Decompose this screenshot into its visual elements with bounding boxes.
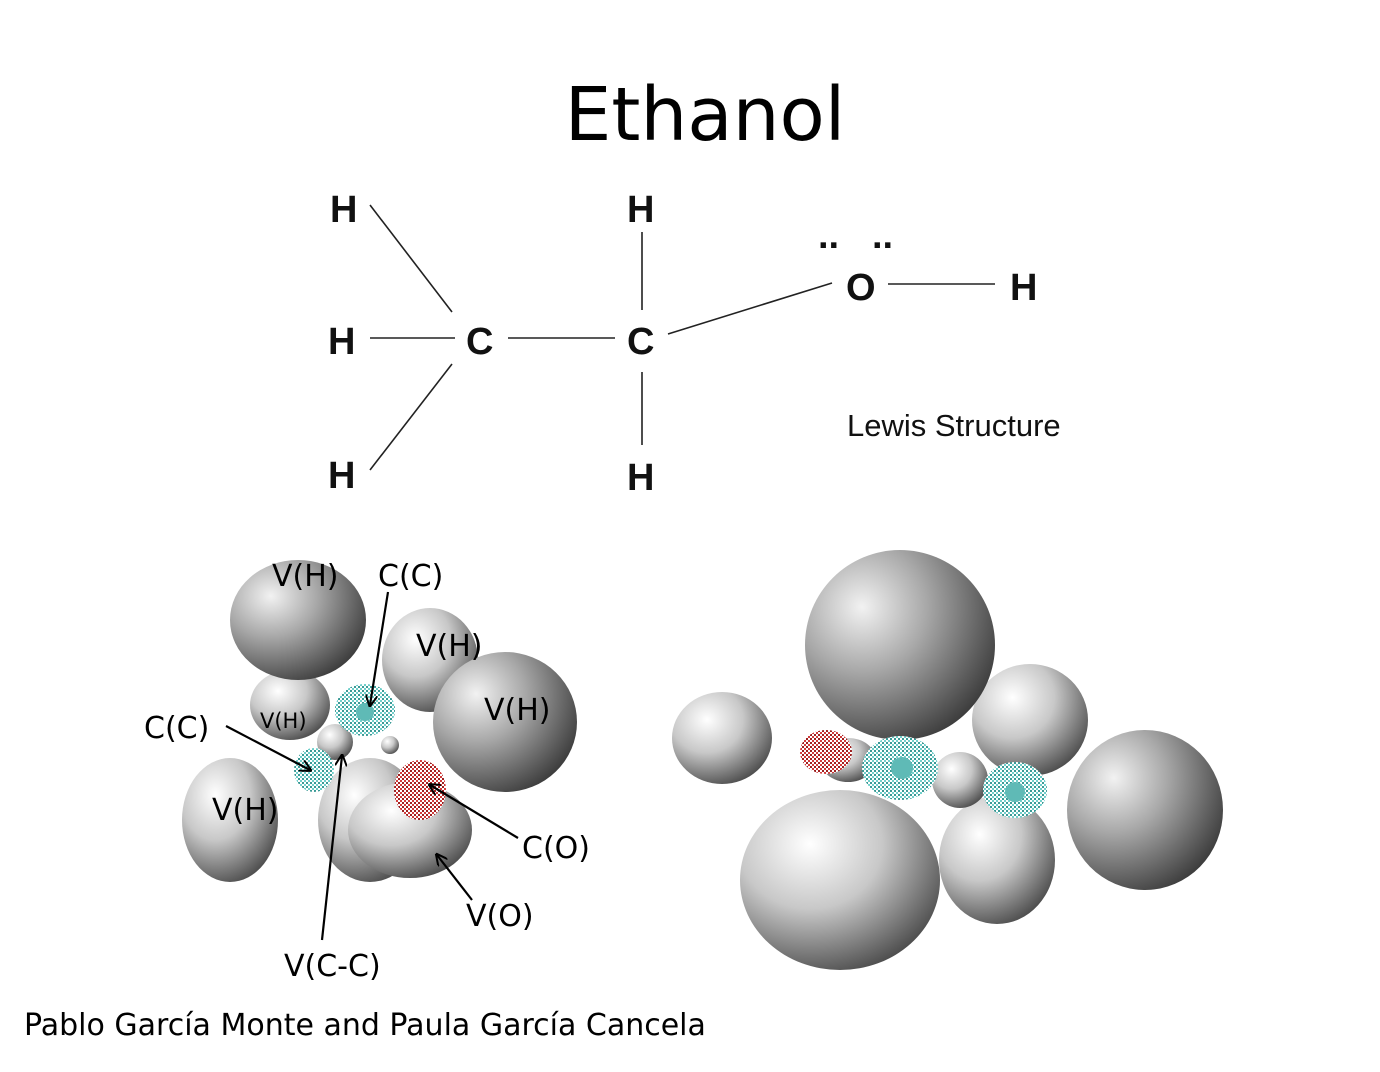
lewis-bonds xyxy=(369,204,995,471)
lobe-r-bottom-right xyxy=(939,796,1055,924)
label-vh-upper-right: V(H) xyxy=(416,629,483,664)
label-vo: V(O) xyxy=(466,899,534,934)
lobe-vh-bottom-left xyxy=(182,758,278,882)
label-cc-top: C(C) xyxy=(378,559,443,594)
core-r-c2-nucleus xyxy=(1005,782,1025,802)
arrow-cc-left xyxy=(225,725,310,770)
lobe-r-vcc xyxy=(932,752,988,808)
label-vh-top: V(H) xyxy=(272,559,339,594)
label-co: C(O) xyxy=(522,831,590,866)
lobe-vcc xyxy=(317,724,353,760)
bond-h-c1-top xyxy=(369,204,453,313)
label-vh-small: V(H) xyxy=(260,709,307,733)
elf-arrows xyxy=(225,591,519,941)
lobe-vh-small xyxy=(250,670,330,740)
atom-h-top-left: H xyxy=(330,189,357,231)
bond-h-c1-bottom xyxy=(369,363,453,471)
atom-h-top-mid: H xyxy=(627,189,654,231)
atom-h-bottom-left: H xyxy=(328,455,355,497)
core-o xyxy=(394,760,446,820)
lone-pair-left: .. xyxy=(818,215,839,257)
lobe-r-top xyxy=(805,550,995,740)
page-title: Ethanol xyxy=(564,72,846,158)
core-c-left xyxy=(294,748,334,792)
core-r-o xyxy=(800,730,852,774)
atom-h-right: H xyxy=(1010,267,1037,309)
atom-h-bottom-mid: H xyxy=(627,457,654,499)
credits: Pablo García Monte and Paula García Canc… xyxy=(24,1008,706,1043)
lobe-r-far-left xyxy=(672,692,772,784)
lobe-r-upper-right xyxy=(972,664,1088,776)
core-c-top-nucleus xyxy=(356,703,374,721)
label-vh-right: V(H) xyxy=(484,693,551,728)
atom-c1: C xyxy=(466,321,493,363)
label-cc-left: C(C) xyxy=(144,711,209,746)
atom-c2: C xyxy=(627,321,654,363)
arrow-vcc xyxy=(320,756,342,941)
lobe-small-sphere xyxy=(381,736,399,754)
atom-o: O xyxy=(846,267,876,309)
core-r-c1-nucleus xyxy=(891,757,913,779)
label-vh-bottom-left: V(H) xyxy=(212,793,279,828)
lobe-r-right xyxy=(1067,730,1223,890)
elf-right-render xyxy=(672,550,1223,970)
lobe-vh-top xyxy=(230,560,366,680)
arrow-vo xyxy=(437,855,473,901)
atom-h-mid-left: H xyxy=(328,321,355,363)
arrow-co xyxy=(430,785,519,839)
lewis-structure: H H H C H C H O H .. .. Lewis Structure xyxy=(328,189,1061,499)
lobe-vh-right xyxy=(433,652,577,792)
arrow-cc-top xyxy=(370,591,390,705)
lobe-r-bottom-left xyxy=(740,790,940,970)
label-vcc: V(C-C) xyxy=(284,949,381,984)
bond-c2-o xyxy=(667,282,833,335)
lewis-caption: Lewis Structure xyxy=(847,408,1061,443)
lone-pair-right: .. xyxy=(872,215,893,257)
